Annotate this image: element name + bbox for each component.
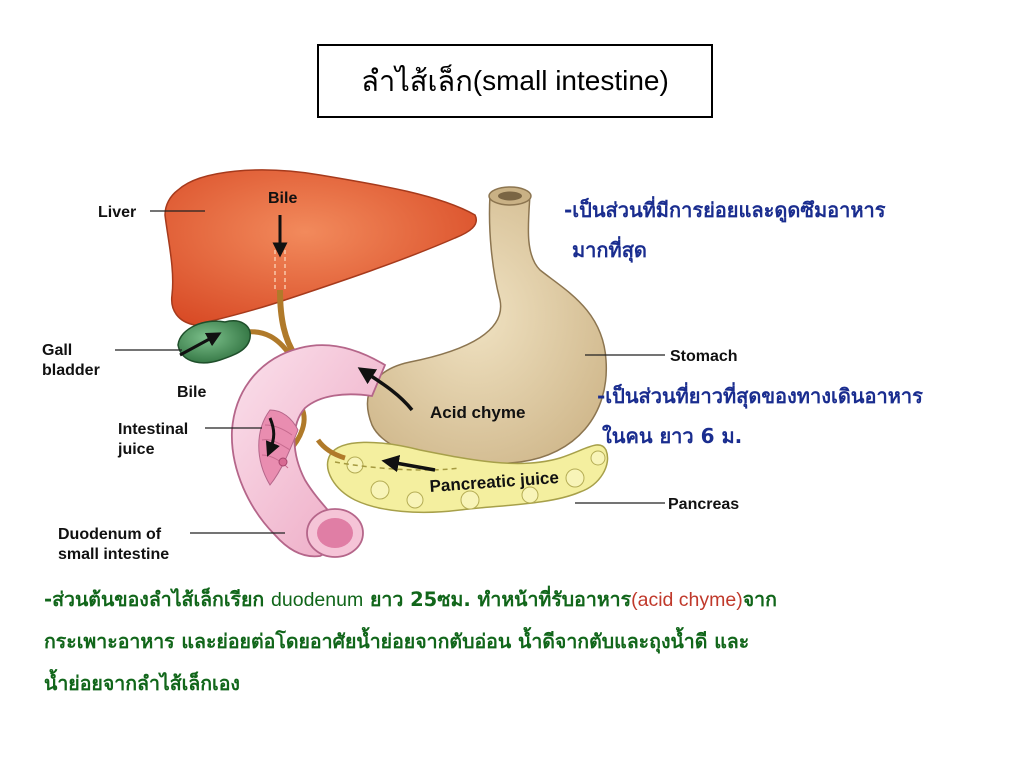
acid-chyme-arrow [357, 367, 414, 412]
label-gall-1: Gall [42, 342, 72, 359]
label-acid-chyme: Acid chyme [430, 403, 525, 422]
label-liver: Liver [98, 204, 136, 221]
note-absorption-line1: -เป็นส่วนที่มีการย่อยและดูดซึมอาหาร [564, 198, 886, 222]
pancreatic-juice-arrow [381, 454, 436, 473]
label-intestinal-1: Intestinal [118, 421, 188, 438]
label-duodenum-2: small intestine [58, 546, 169, 563]
stomach [366, 186, 607, 465]
bottom-description: -ส่วนต้นของลำไส้เล็กเรียก duodenum ยาว 2… [44, 579, 994, 705]
label-bile-bottom: Bile [177, 384, 206, 401]
intestinal-juice-arrow [265, 417, 280, 457]
bottom-line2: กระเพาะอาหาร และย่อยต่อโดยอาศัยน้ำย่อยจา… [44, 630, 750, 653]
bottom-text-5: จาก [742, 588, 777, 611]
gall-bladder [177, 320, 251, 364]
title-box: ลำไส้เล็ก(small intestine) [317, 44, 713, 118]
label-gall-2: bladder [42, 362, 100, 379]
duodenum [231, 344, 387, 558]
note-absorption-line2: มากที่สุด [572, 238, 647, 262]
bottom-text-duodenum: duodenum [271, 589, 364, 611]
bottom-line3: น้ำย่อยจากลำไส้เล็กเอง [44, 672, 240, 695]
label-intestinal-2: juice [117, 441, 155, 458]
liver [164, 169, 477, 326]
note-length: -เป็นส่วนที่ยาวที่สุดของทางเดินอาหาร ในค… [597, 376, 923, 456]
bottom-text-3: ยาว 25ซม. ทำหน้าที่รับอาหาร [363, 588, 632, 611]
note-length-line2: ในคน ยาว 6 ม. [602, 424, 743, 448]
bottom-text-acid-chyme: (acid chyme) [631, 589, 743, 611]
label-bile-top: Bile [268, 190, 297, 207]
label-pancreas: Pancreas [668, 496, 739, 513]
note-absorption: -เป็นส่วนที่มีการย่อยและดูดซึมอาหาร มากท… [564, 190, 886, 270]
title-thai: ลำไส้เล็ก [361, 64, 473, 98]
title-english: (small intestine) [472, 65, 669, 96]
label-duodenum-1: Duodenum of [58, 526, 162, 543]
bottom-text-1: -ส่วนต้นของลำไส้เล็กเรียก [44, 588, 272, 611]
label-stomach: Stomach [670, 348, 738, 365]
bottom-line1: -ส่วนต้นของลำไส้เล็กเรียก duodenum ยาว 2… [44, 579, 994, 621]
bile-arrow-gall [179, 332, 222, 357]
note-length-line1: -เป็นส่วนที่ยาวที่สุดของทางเดินอาหาร [597, 384, 923, 408]
